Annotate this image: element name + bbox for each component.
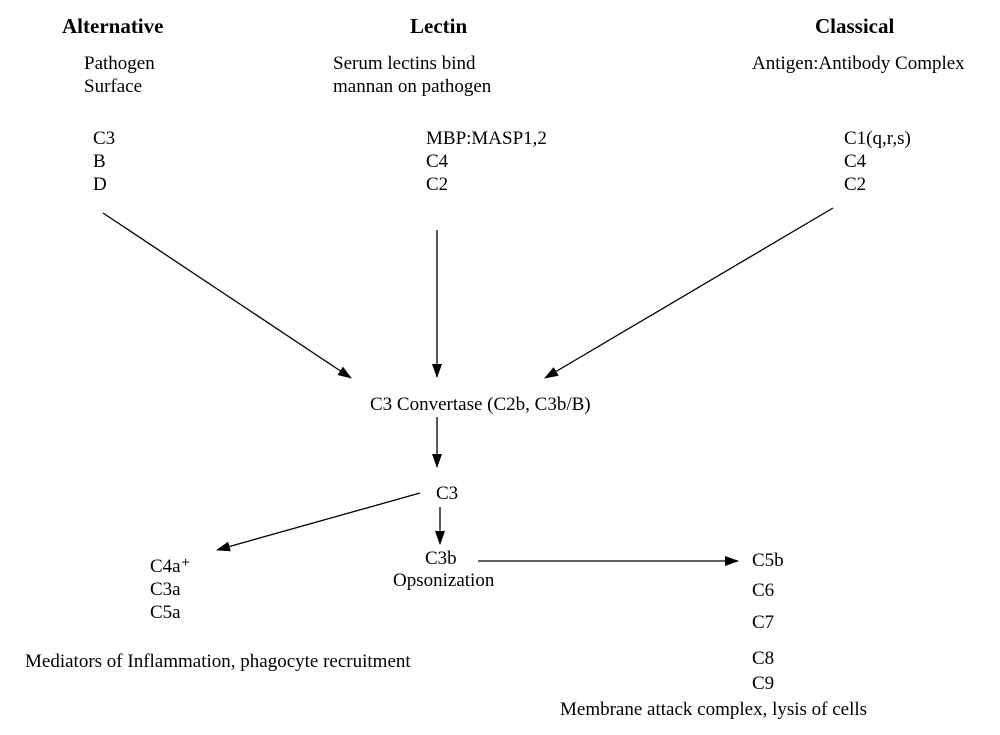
c3-convertase-label: C3 Convertase (C2b, C3b/B) bbox=[370, 394, 591, 415]
alternative-trigger-line2: Surface bbox=[84, 76, 143, 97]
arrow-c3-to-inflammation bbox=[216, 492, 421, 552]
mac-component: C7 bbox=[752, 612, 775, 633]
mac-component: C6 bbox=[752, 580, 775, 601]
lectin-trigger: Serum lectins bind mannan on pathogen bbox=[333, 52, 491, 98]
alternative-trigger-line1: Pathogen bbox=[84, 53, 155, 74]
mac-component: C8 bbox=[752, 648, 775, 669]
c3-label: C3 bbox=[436, 483, 459, 504]
inflammation-component: C3a bbox=[150, 579, 181, 600]
lectin-trigger-line2: mannan on pathogen bbox=[333, 76, 492, 97]
classical-component: C4 bbox=[844, 151, 867, 172]
inflammation-components: C4a⁺ C3a C5a bbox=[150, 555, 191, 624]
classical-pathway-title: Classical bbox=[815, 14, 895, 38]
mac-caption: Membrane attack complex, lysis of cells bbox=[560, 699, 868, 720]
lectin-component: C4 bbox=[426, 151, 449, 172]
lectin-components: MBP:MASP1,2 C4 C2 bbox=[426, 127, 547, 196]
arrow-classical-to-convertase bbox=[544, 207, 834, 379]
alternative-component: D bbox=[93, 174, 107, 195]
arrow-alternative-to-convertase bbox=[102, 212, 352, 379]
inflammation-caption: Mediators of Inflammation, phagocyte rec… bbox=[25, 651, 411, 672]
alternative-trigger: Pathogen Surface bbox=[84, 52, 155, 98]
alternative-pathway-title: Alternative bbox=[62, 14, 164, 38]
alternative-component: B bbox=[93, 151, 106, 172]
classical-trigger: Antigen:Antibody Complex bbox=[752, 53, 965, 74]
alternative-component: C3 bbox=[93, 128, 116, 149]
classical-component: C2 bbox=[844, 174, 867, 195]
mac-component: C9 bbox=[752, 673, 775, 694]
lectin-component: MBP:MASP1,2 bbox=[426, 128, 547, 149]
classical-component: C1(q,r,s) bbox=[844, 128, 911, 149]
mac-component: C5b bbox=[752, 550, 784, 571]
alternative-components: C3 B D bbox=[93, 127, 115, 196]
inflammation-component: C5a bbox=[150, 602, 181, 623]
classical-components: C1(q,r,s) C4 C2 bbox=[844, 127, 911, 196]
lectin-pathway-title: Lectin bbox=[410, 14, 468, 38]
lectin-trigger-line1: Serum lectins bind bbox=[333, 53, 476, 74]
lectin-component: C2 bbox=[426, 174, 449, 195]
c3b-label: C3b bbox=[425, 548, 457, 569]
inflammation-component: C4a⁺ bbox=[150, 556, 191, 577]
opsonization-caption: Opsonization bbox=[393, 570, 495, 591]
